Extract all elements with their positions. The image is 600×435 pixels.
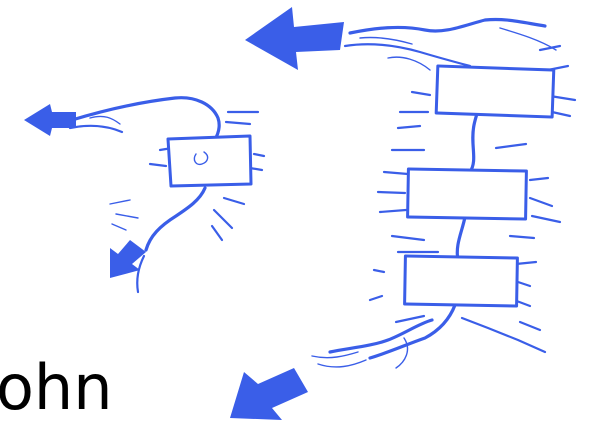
right-crack-tick: [520, 322, 540, 330]
corner-text: ohn: [0, 357, 113, 419]
left-crack-box: [168, 136, 251, 186]
right-crack-bottom-edge: [312, 352, 358, 358]
left-crack-tick: [212, 226, 222, 240]
right-crack-tick: [496, 144, 526, 148]
right-crack-bottom-edge: [330, 320, 432, 352]
left-crack-tick: [224, 198, 244, 204]
right-crack-tick: [552, 112, 570, 116]
left-crack-lower-edge: [137, 256, 144, 292]
right-crack-tick: [378, 192, 405, 193]
right-crack-box-middle: [408, 169, 527, 219]
arrow-top-right: [245, 7, 344, 70]
right-crack-tick: [392, 236, 424, 240]
right-crack-tick: [462, 318, 545, 352]
arrow-bottom: [230, 368, 308, 420]
right-crack-tick: [380, 210, 406, 212]
left-crack-tick: [214, 210, 232, 228]
right-crack-tick: [510, 236, 534, 238]
right-crack-top-edge: [360, 37, 412, 44]
right-crack-tick: [530, 178, 548, 180]
right-crack-tick: [530, 198, 552, 206]
left-crack: [70, 98, 264, 292]
left-crack-top-edge: [90, 116, 120, 124]
right-crack-top-edge: [345, 44, 470, 66]
left-crack-tick: [150, 164, 166, 166]
left-crack-lower-edge: [146, 188, 205, 250]
arrow-left: [24, 104, 76, 136]
right-crack-box-top: [436, 66, 554, 117]
right-crack-bottom-edge: [396, 338, 408, 368]
left-crack-tick: [226, 122, 250, 124]
left-crack-tick: [254, 154, 264, 156]
right-crack-tick: [532, 216, 560, 222]
right-crack-tick: [518, 282, 530, 286]
arrow-down-left: [110, 240, 146, 278]
right-crack-top-edge: [350, 19, 545, 33]
left-crack-top-edge: [70, 126, 122, 132]
right-crack-bottom-edge: [318, 360, 366, 367]
right-crack-tick: [412, 92, 430, 95]
left-crack-tick: [116, 214, 138, 218]
right-crack-tick: [516, 262, 536, 264]
left-crack-tick: [110, 200, 130, 204]
left-crack-tick: [112, 224, 126, 230]
right-crack-tick: [374, 270, 384, 272]
right-crack-spine: [370, 305, 455, 358]
right-crack-tick: [384, 172, 408, 174]
right-crack-top-edge: [388, 57, 430, 70]
right-crack-top-edge: [500, 28, 556, 50]
right-crack-bottom-edge: [396, 316, 424, 322]
right-crack-box-bottom: [405, 256, 518, 306]
right-crack-tick: [370, 296, 382, 300]
right-crack-spine: [457, 217, 465, 260]
right-crack-tick: [398, 126, 420, 128]
